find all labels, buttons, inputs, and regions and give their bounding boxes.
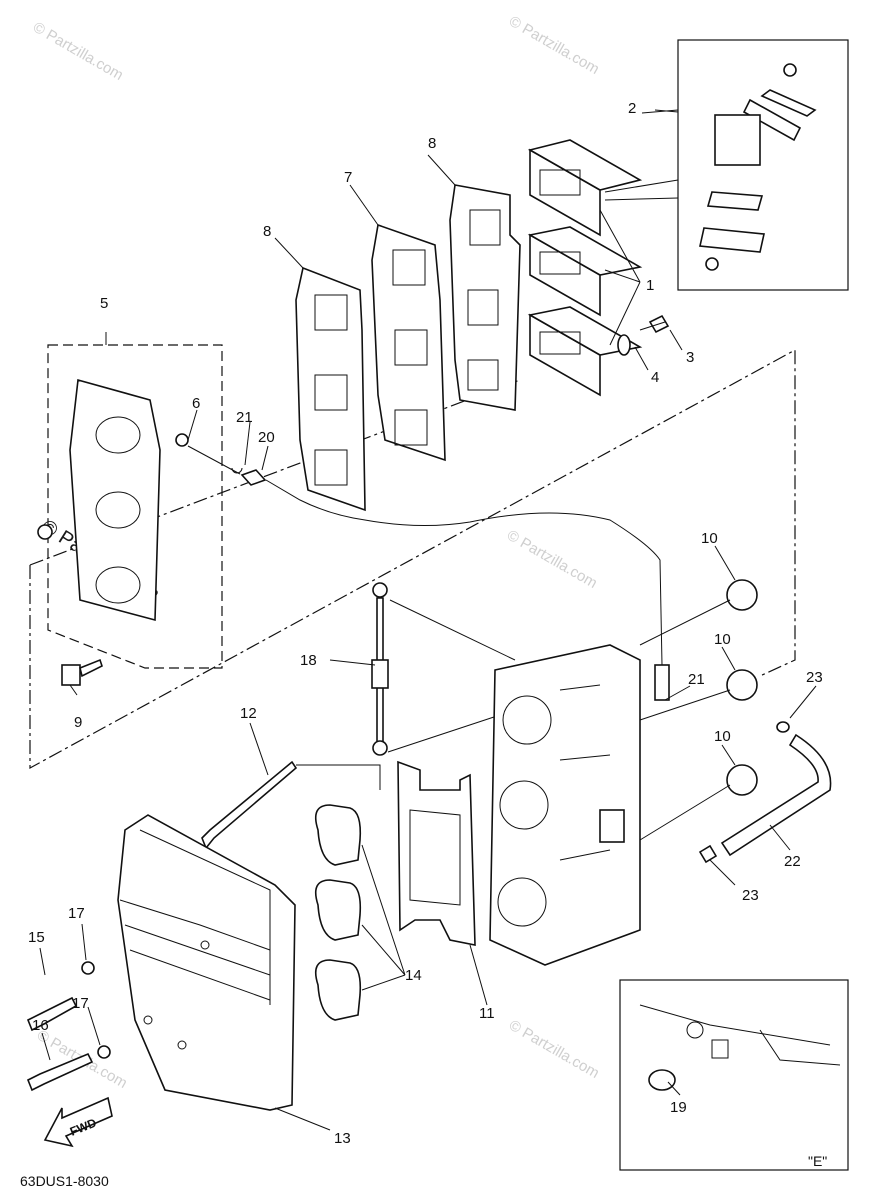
fwd-arrow: FWD bbox=[43, 1096, 113, 1148]
callout-23b: 23 bbox=[742, 887, 759, 904]
callout-16: 16 bbox=[32, 1017, 49, 1034]
link-rod bbox=[371, 582, 516, 756]
watermark: © Partzilla.com bbox=[506, 1017, 602, 1082]
intake-silencer-cover bbox=[117, 814, 296, 1111]
intake-manifold-group bbox=[37, 344, 223, 669]
reed-stopper-plate bbox=[760, 89, 817, 117]
detail-e-label: "E" bbox=[808, 1153, 827, 1169]
plug-icon bbox=[175, 433, 189, 447]
callout-15: 15 bbox=[28, 929, 45, 946]
callout-10c: 10 bbox=[714, 728, 731, 745]
callout-2: 2 bbox=[628, 100, 636, 117]
washer-icon bbox=[37, 524, 53, 540]
carburetor-assembly bbox=[489, 644, 641, 966]
detail-e-box: "E" bbox=[619, 979, 849, 1171]
callout-17b: 17 bbox=[72, 995, 89, 1012]
reed-block bbox=[714, 114, 761, 166]
callout-17a: 17 bbox=[68, 905, 85, 922]
washer-icon bbox=[97, 1045, 111, 1059]
seals-14 bbox=[314, 804, 406, 1021]
screw-3-washer-4 bbox=[617, 314, 670, 356]
intake-manifold bbox=[69, 378, 161, 622]
callout-numbers: 1 2 3 4 5 6 7 8 8 9 10 10 10 11 12 13 14… bbox=[28, 100, 823, 1147]
clip-10c bbox=[726, 764, 758, 796]
callout-22: 22 bbox=[784, 853, 801, 870]
gasket-7 bbox=[371, 223, 446, 462]
callout-21b: 21 bbox=[688, 671, 705, 688]
reed-insert bbox=[706, 191, 764, 211]
callout-9: 9 bbox=[74, 714, 82, 731]
fuel-hose-22 bbox=[698, 721, 832, 864]
reed-valve-assemblies bbox=[527, 139, 643, 397]
callout-10a: 10 bbox=[701, 530, 718, 547]
screw-icon bbox=[783, 63, 797, 77]
callout-19: 19 bbox=[670, 1099, 687, 1116]
callout-5: 5 bbox=[100, 295, 108, 312]
diagram-code: 63DUS1-8030 bbox=[20, 1173, 109, 1189]
clip-10a bbox=[726, 579, 758, 611]
callout-8-rear: 8 bbox=[428, 135, 436, 152]
callout-4: 4 bbox=[651, 369, 659, 386]
clips bbox=[639, 579, 758, 841]
leader-lines bbox=[39, 109, 817, 1131]
reed-valve-detail-box bbox=[604, 39, 849, 291]
callout-20: 20 bbox=[258, 429, 275, 446]
callout-12: 12 bbox=[240, 705, 257, 722]
callout-18: 18 bbox=[300, 652, 317, 669]
watermark: © Partzilla.com bbox=[30, 19, 126, 84]
gasket-8-rear bbox=[449, 184, 521, 411]
callout-13: 13 bbox=[334, 1130, 351, 1147]
gasket-8-front bbox=[295, 266, 366, 512]
watermark: © Partzilla.com bbox=[504, 527, 600, 592]
bolt-9 bbox=[61, 658, 103, 686]
clip-10b bbox=[726, 669, 758, 701]
watermark: © Partzilla.com bbox=[506, 13, 602, 78]
gaskets bbox=[295, 184, 521, 512]
reed-petal bbox=[742, 98, 802, 142]
callout-7: 7 bbox=[344, 169, 352, 186]
callout-10b: 10 bbox=[714, 631, 731, 648]
callout-21a: 21 bbox=[236, 409, 253, 426]
washer-icon bbox=[81, 961, 95, 975]
callout-11: 11 bbox=[479, 1005, 495, 1022]
callout-6: 6 bbox=[192, 395, 200, 412]
tube-20 bbox=[187, 445, 670, 701]
callout-23a: 23 bbox=[806, 669, 823, 686]
bolts-15-16 bbox=[26, 961, 111, 1092]
callout-8-front: 8 bbox=[263, 223, 271, 240]
callout-14: 14 bbox=[405, 967, 422, 984]
reed-base bbox=[699, 227, 765, 253]
callout-3: 3 bbox=[686, 349, 694, 366]
screw-icon bbox=[705, 257, 719, 271]
callout-1: 1 bbox=[646, 277, 654, 294]
gasket-11 bbox=[397, 760, 476, 946]
